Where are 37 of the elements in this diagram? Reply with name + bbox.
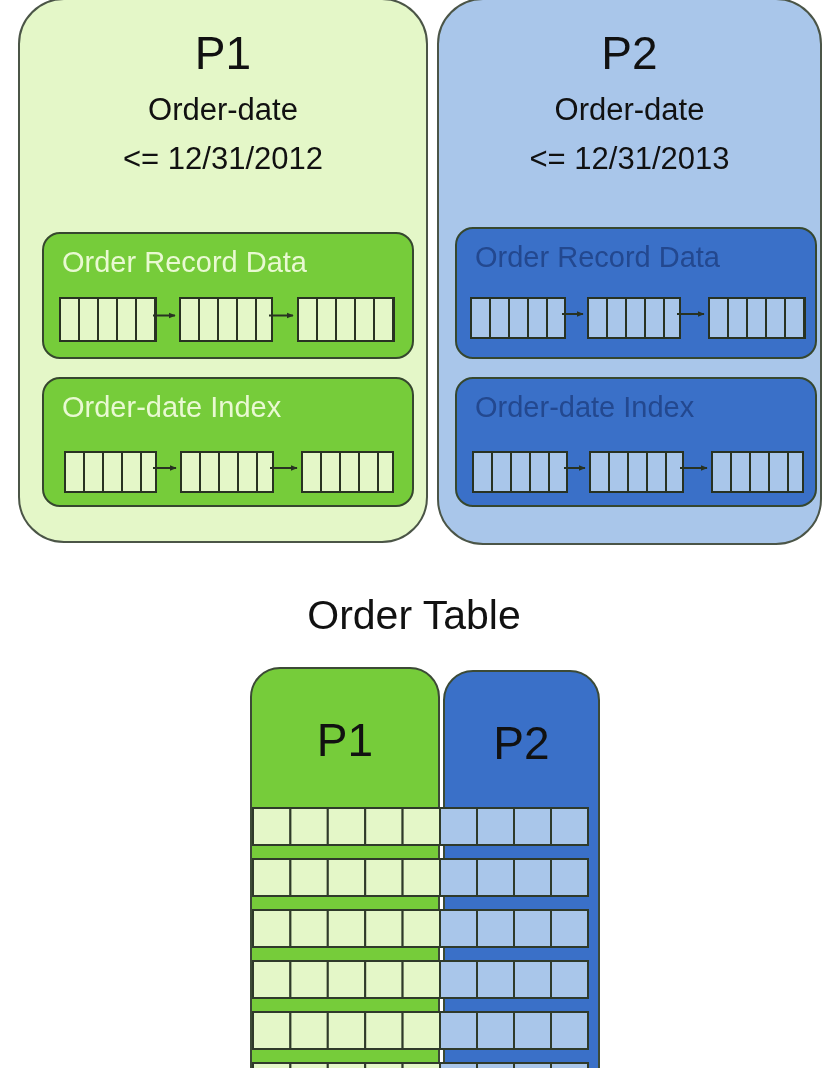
data-page-box	[301, 451, 394, 493]
arrow	[269, 465, 298, 471]
data-page-box	[64, 451, 157, 493]
partition-title: P1	[194, 28, 252, 79]
partition-title: P2	[601, 28, 658, 79]
data-page-box	[470, 297, 566, 339]
arrow	[152, 465, 177, 471]
table-title: Order Table	[306, 592, 522, 639]
storage-label: Order-date Index	[62, 391, 282, 424]
storage-box	[455, 227, 817, 359]
storage-label: Order Record Data	[475, 241, 720, 274]
arrow	[152, 312, 176, 319]
column-title: P1	[316, 715, 374, 768]
arrow	[563, 465, 586, 471]
storage-label: Order Record Data	[62, 246, 307, 279]
data-page-box	[59, 297, 157, 342]
storage-box	[42, 232, 414, 359]
arrow	[676, 311, 705, 317]
data-page-box	[179, 297, 273, 342]
partition-panel	[437, 0, 822, 545]
partition-panel	[18, 0, 428, 543]
partition-condition: Order-date <= 12/31/2013	[529, 90, 730, 179]
data-page-box	[587, 297, 681, 339]
arrow	[679, 465, 708, 471]
data-page-box	[711, 451, 804, 493]
storage-box	[455, 377, 817, 507]
arrow	[268, 312, 294, 319]
data-page-box	[472, 451, 568, 493]
storage-label: Order-date Index	[475, 391, 695, 424]
data-page-box	[297, 297, 395, 342]
partition-condition: Order-date <= 12/31/2012	[123, 90, 323, 179]
storage-box	[42, 377, 414, 507]
arrow	[561, 311, 584, 317]
column-title: P2	[493, 718, 550, 771]
data-page-box	[708, 297, 806, 339]
data-page-box	[180, 451, 274, 493]
data-page-box	[589, 451, 684, 493]
